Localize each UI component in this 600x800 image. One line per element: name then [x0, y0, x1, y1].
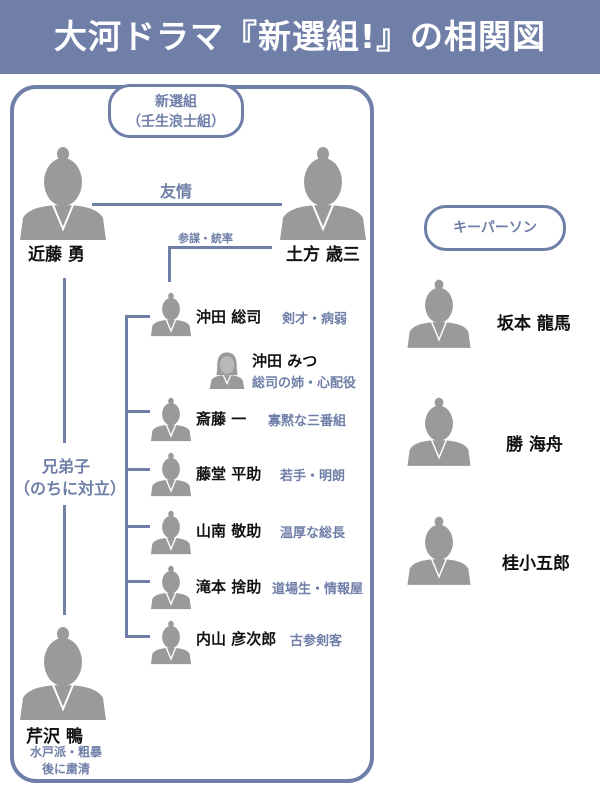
samurai-silhouette-icon [150, 565, 192, 610]
group-subname: （壬生浪士組） [127, 114, 225, 130]
keyperson-name: 桂小五郎 [502, 554, 570, 574]
member-name: 内山 彦次郎 [196, 630, 277, 648]
member-desc: 古参剣客 [290, 634, 343, 649]
staff-line-vertical [168, 246, 171, 282]
samurai-silhouette-icon [407, 397, 471, 466]
samurai-silhouette-icon [280, 147, 366, 240]
members-tick [125, 525, 150, 528]
samurai-silhouette-icon [407, 279, 471, 348]
group-label: 新選組 （壬生浪士組） [108, 84, 244, 138]
brothers-label-line1: 兄弟子 [41, 457, 90, 476]
group-name: 新選組 [155, 94, 197, 110]
samurai-silhouette-icon [150, 397, 192, 442]
members-tick [125, 468, 150, 471]
brothers-line-upper [63, 278, 66, 443]
member-desc: 総司の姉・心配役 [252, 376, 357, 391]
woman-silhouette-icon [209, 352, 245, 390]
serizawa-desc: 水戸派・粗暴 後に粛清 [14, 744, 118, 778]
member-desc: 温厚な総長 [280, 526, 346, 541]
samurai-silhouette-icon [150, 620, 192, 665]
keyperson-name: 勝 海舟 [506, 435, 563, 455]
serizawa-name: 芹沢 鴨 [26, 727, 83, 747]
brothers-line-lower [63, 505, 66, 615]
friendship-line [92, 203, 282, 206]
member-name: 沖田 総司 [196, 308, 262, 326]
title-bar [0, 0, 600, 74]
serizawa-desc-line2: 後に粛清 [41, 762, 90, 776]
member-name: 山南 敬助 [196, 522, 262, 540]
member-name: 滝本 捨助 [196, 578, 262, 596]
samurai-silhouette-icon [150, 452, 192, 497]
members-tick [125, 315, 150, 318]
samurai-silhouette-icon [20, 147, 106, 240]
members-tick [125, 580, 150, 583]
page-title: 大河ドラマ『新選組!』の相関図 [53, 17, 547, 56]
staff-line-horizontal [168, 246, 272, 249]
members-bracket [125, 315, 128, 637]
friendship-label: 友情 [160, 182, 193, 201]
member-desc: 道場生・情報屋 [272, 582, 364, 597]
serizawa-desc-line1: 水戸派・粗暴 [29, 745, 102, 759]
members-tick [125, 635, 150, 638]
brothers-label-line2: （のちに対立） [14, 479, 127, 498]
member-name: 斎藤 一 [196, 410, 247, 428]
member-desc: 若手・明朗 [280, 469, 346, 484]
leader-name: 近藤 勇 [28, 245, 85, 265]
samurai-silhouette-icon [407, 516, 471, 585]
leader-name: 土方 歳三 [286, 245, 360, 265]
member-desc: 寡黙な三番組 [268, 414, 347, 429]
staff-label: 参謀・統率 [178, 232, 233, 245]
samurai-silhouette-icon [20, 627, 106, 720]
keyperson-label: キーパーソン [424, 205, 566, 251]
samurai-silhouette-icon [150, 510, 192, 555]
members-tick [125, 410, 150, 413]
brothers-label: 兄弟子 （のちに対立） [14, 456, 127, 500]
member-name: 沖田 みつ [252, 352, 318, 370]
keyperson-name: 坂本 龍馬 [497, 314, 571, 334]
member-desc: 剣才・病弱 [282, 312, 348, 327]
member-name: 藤堂 平助 [196, 465, 262, 483]
samurai-silhouette-icon [150, 292, 192, 337]
